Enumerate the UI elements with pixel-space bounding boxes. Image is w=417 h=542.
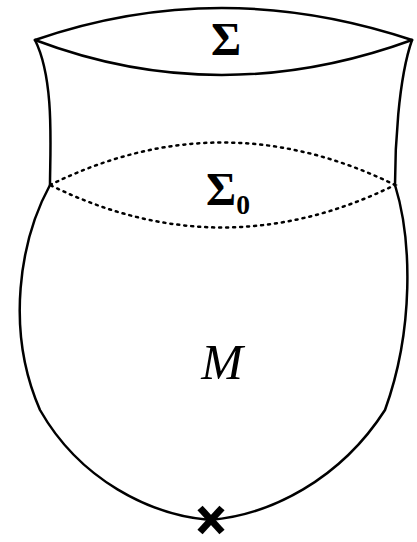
slice-label: Σ₀ <box>206 165 250 216</box>
dotted-slice <box>50 143 395 228</box>
boundary-label: Σ <box>211 15 241 66</box>
cross-mark <box>200 508 222 532</box>
manifold-left-side <box>20 40 210 520</box>
cross-mark <box>200 508 222 532</box>
manifold-label: M <box>201 335 243 390</box>
manifold-right-side <box>210 40 412 520</box>
